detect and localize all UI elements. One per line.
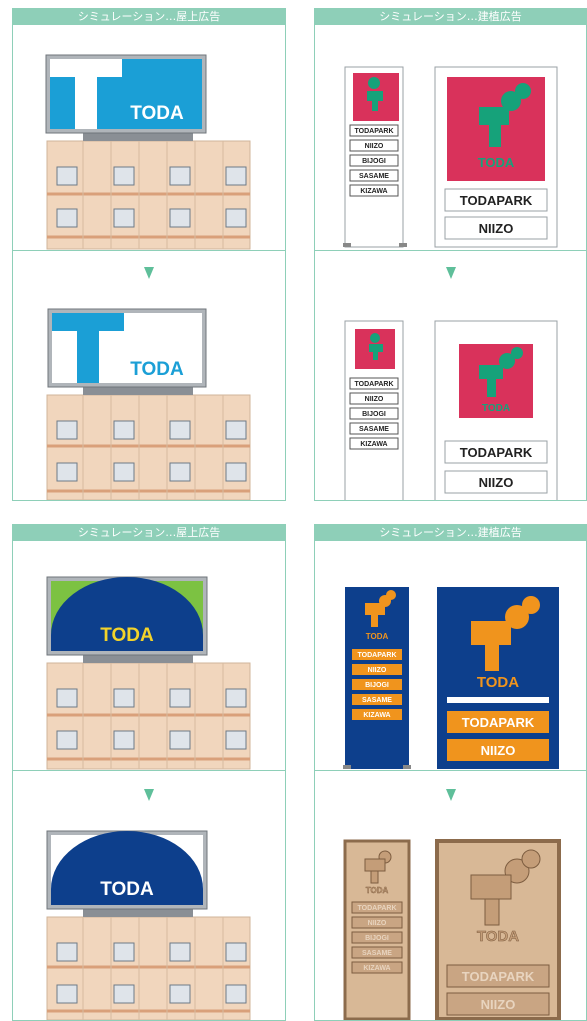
down-arrow-icon — [446, 789, 456, 801]
building-after — [46, 387, 251, 500]
sign-brand-text: TODA — [100, 625, 154, 646]
pylon-item-label: KIZAWA — [360, 188, 387, 195]
sign-brand-text: TODA — [477, 674, 519, 691]
down-arrow-icon — [144, 267, 154, 279]
divider — [315, 250, 586, 251]
panel-header: シミュレーション…建植広告 — [315, 525, 586, 541]
pylon-large-before: TODA TODAPARK NIIZO — [437, 587, 559, 769]
pylon-item-label: SASAME — [362, 697, 392, 704]
pylon-item-label: TODAPARK — [357, 652, 396, 659]
pylon-item-label: BIJOGI — [362, 158, 386, 165]
divider — [13, 250, 285, 251]
pylon-item-label: KIZAWA — [363, 712, 390, 719]
pylon-item-label: BIJOGI — [365, 682, 389, 689]
rooftop-sign-before: TODA — [45, 54, 207, 134]
pylon-scene-before-after: TODA TODAPARK NIIZO BIJOGI SASAME KIZAWA… — [343, 587, 561, 1020]
pylon-item-label: TODAPARK — [354, 381, 393, 388]
sign-brand-text: TODA — [477, 928, 519, 945]
sign-brand-text: TODA — [366, 632, 389, 641]
sign-brand-text: TODA — [100, 879, 154, 900]
pylon-item-label: NIIZO — [365, 396, 384, 403]
pylon-large-item: TODAPARK — [462, 969, 535, 984]
pylon-large-item: NIIZO — [479, 221, 514, 236]
pylon-large-item: NIIZO — [481, 997, 516, 1012]
building-before — [46, 133, 251, 250]
pylon-small-after: TODAPARK NIIZO BIJOGI SASAME KIZAWA — [344, 320, 404, 500]
panel-rooftop-sim-2: シミュレーション…屋上広告 TODA — [12, 524, 286, 1021]
rooftop-sign-after: TODA — [47, 308, 207, 388]
pylon-large-item: TODAPARK — [462, 715, 535, 730]
pylon-item-label: NIIZO — [365, 143, 384, 150]
pylon-item-label: NIIZO — [368, 920, 387, 927]
sign-brand-text: TODA — [130, 103, 184, 124]
pylon-large-item: TODAPARK — [460, 193, 533, 208]
pylon-large-after: TODA TODAPARK NIIZO — [435, 839, 561, 1020]
down-arrow-icon — [446, 267, 456, 279]
pylon-scene-before-after: TODAPARK NIIZO BIJOGI SASAME KIZAWA TODA… — [343, 66, 558, 500]
pylon-item-label: KIZAWA — [363, 965, 390, 972]
rooftop-scene-before-after: TODA TODA — [46, 576, 251, 1020]
pylon-small-before: TODA TODAPARK NIIZO BIJOGI SASAME KIZAWA — [343, 587, 411, 769]
panel-header: シミュレーション…建植広告 — [315, 9, 586, 25]
panel-rooftop-sim-1: シミュレーション…屋上広告 TODA — [12, 8, 286, 501]
sign-brand-text: TODA — [366, 886, 389, 895]
pylon-item-label: SASAME — [362, 950, 392, 957]
pylon-large-item: NIIZO — [479, 475, 514, 490]
divider — [315, 770, 586, 771]
rooftop-scene-before-after: TODA TODA — [45, 54, 251, 500]
panel-header: シミュレーション…屋上広告 — [13, 9, 285, 25]
divider — [13, 770, 285, 771]
pylon-item-label: TODAPARK — [357, 905, 396, 912]
rooftop-sign-before: TODA — [46, 576, 208, 656]
rooftop-sign-after: TODA — [46, 830, 208, 910]
sign-brand-text: TODA — [130, 359, 184, 380]
pylon-large-item: NIIZO — [481, 743, 516, 758]
pylon-item-label: BIJOGI — [362, 411, 386, 418]
pylon-large-after: TODA TODAPARK NIIZO — [434, 320, 558, 500]
pylon-small-before: TODAPARK NIIZO BIJOGI SASAME KIZAWA — [343, 66, 407, 248]
building-before — [46, 655, 251, 770]
panel-pylon-sim-1: シミュレーション…建植広告 TODAPARK NIIZO BIJOGI SASA… — [314, 8, 587, 501]
pylon-large-before: TODA TODAPARK NIIZO — [434, 66, 558, 248]
pylon-item-label: SASAME — [359, 173, 389, 180]
pylon-large-item: TODAPARK — [460, 445, 533, 460]
sign-brand-text: TODA — [482, 403, 510, 414]
pylon-item-label: SASAME — [359, 426, 389, 433]
panel-pylon-sim-2: シミュレーション…建植広告 TODA TODAPARK NIIZO BIJOGI… — [314, 524, 587, 1021]
sign-brand-text: TODA — [478, 155, 515, 170]
pylon-item-label: KIZAWA — [360, 441, 387, 448]
pylon-item-label: BIJOGI — [365, 935, 389, 942]
pylon-small-after: TODA TODAPARK NIIZO BIJOGI SASAME KIZAWA — [343, 839, 411, 1020]
down-arrow-icon — [144, 789, 154, 801]
panel-header: シミュレーション…屋上広告 — [13, 525, 285, 541]
building-after — [46, 909, 251, 1020]
pylon-item-label: TODAPARK — [354, 128, 393, 135]
pylon-item-label: NIIZO — [368, 667, 387, 674]
